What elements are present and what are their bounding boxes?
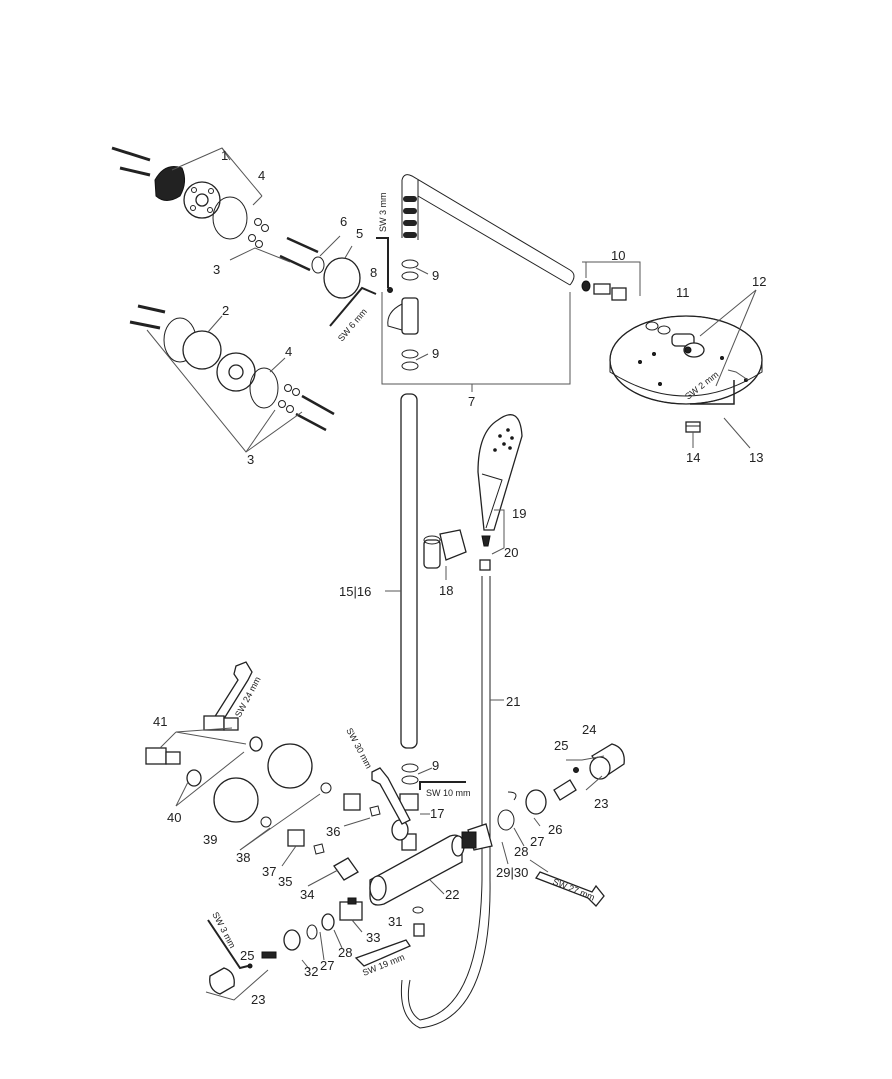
label-part-4-lower: 4 [285, 344, 292, 359]
label-part-3-upper: 3 [213, 262, 220, 277]
label-part-9-mid: 9 [432, 346, 439, 361]
label-part-28-right: 28 [514, 844, 528, 859]
label-part-34: 34 [300, 887, 314, 902]
label-part-12: 12 [752, 274, 766, 289]
riser-pipe [385, 393, 418, 749]
wall-bracket-upper [111, 146, 393, 299]
label-part-13: 13 [749, 450, 763, 465]
label-part-9-bottom: 9 [432, 758, 439, 773]
label-part-29-30: 29|30 [496, 865, 528, 880]
label-part-7: 7 [468, 394, 475, 409]
label-part-36: 36 [326, 824, 340, 839]
label-part-15-16: 15|16 [339, 584, 371, 599]
thermostat-body [369, 833, 465, 906]
label-part-41: 41 [153, 714, 167, 729]
label-part-21: 21 [506, 694, 520, 709]
wall-bracket-lower [129, 304, 335, 453]
label-part-24: 24 [582, 722, 596, 737]
label-part-25-left: 25 [240, 948, 254, 963]
label-part-38: 38 [236, 850, 250, 865]
label-part-32: 32 [304, 964, 318, 979]
label-part-11: 11 [676, 285, 690, 300]
label-part-31: 31 [388, 914, 402, 929]
label-part-39: 39 [203, 832, 217, 847]
hex-key-sw6 [329, 286, 377, 327]
label-part-6: 6 [340, 214, 347, 229]
label-part-10: 10 [611, 248, 625, 263]
label-part-14: 14 [686, 450, 700, 465]
label-part-23-right: 23 [594, 796, 608, 811]
label-part-22: 22 [445, 887, 459, 902]
label-part-19: 19 [512, 506, 526, 521]
label-part-26: 26 [548, 822, 562, 837]
label-part-4-upper: 4 [258, 168, 265, 183]
wall-connection-parts [145, 661, 466, 1001]
label-part-20: 20 [504, 545, 518, 560]
shower-hose [400, 576, 504, 1029]
label-part-17: 17 [430, 806, 444, 821]
label-part-23-left: 23 [251, 992, 265, 1007]
label-part-28-left: 28 [338, 945, 352, 960]
temperature-handle-assembly [461, 743, 625, 907]
label-part-1: 1 [221, 148, 228, 163]
label-part-2: 2 [222, 303, 229, 318]
hex-key-sw3-top [376, 237, 389, 288]
label-part-8: 8 [370, 265, 377, 280]
tool-sw30: SW 30 mm [344, 726, 374, 770]
label-part-40: 40 [167, 810, 181, 825]
hand-shower [477, 414, 523, 571]
overhead-shower [609, 289, 763, 449]
label-part-3-lower: 3 [247, 452, 254, 467]
tool-sw3-top: SW 3 mm [378, 193, 388, 233]
tool-sw27: SW 27 mm [551, 877, 596, 903]
part-number-labels: 1 2 3 3 4 4 5 6 7 8 9 9 9 10 11 12 13 14… [153, 148, 766, 1007]
label-part-5: 5 [356, 226, 363, 241]
tool-sw10: SW 10 mm [426, 788, 471, 798]
label-part-35: 35 [278, 874, 292, 889]
hex-key-sw2 [690, 380, 735, 405]
label-part-27-right: 27 [530, 834, 544, 849]
shower-arm-assembly [381, 174, 641, 392]
label-part-27-left: 27 [320, 958, 334, 973]
label-part-37: 37 [262, 864, 276, 879]
label-part-9-top: 9 [432, 268, 439, 283]
label-part-18: 18 [439, 583, 453, 598]
label-part-25-right: 25 [554, 738, 568, 753]
label-part-33: 33 [366, 930, 380, 945]
shower-holder [423, 529, 467, 580]
